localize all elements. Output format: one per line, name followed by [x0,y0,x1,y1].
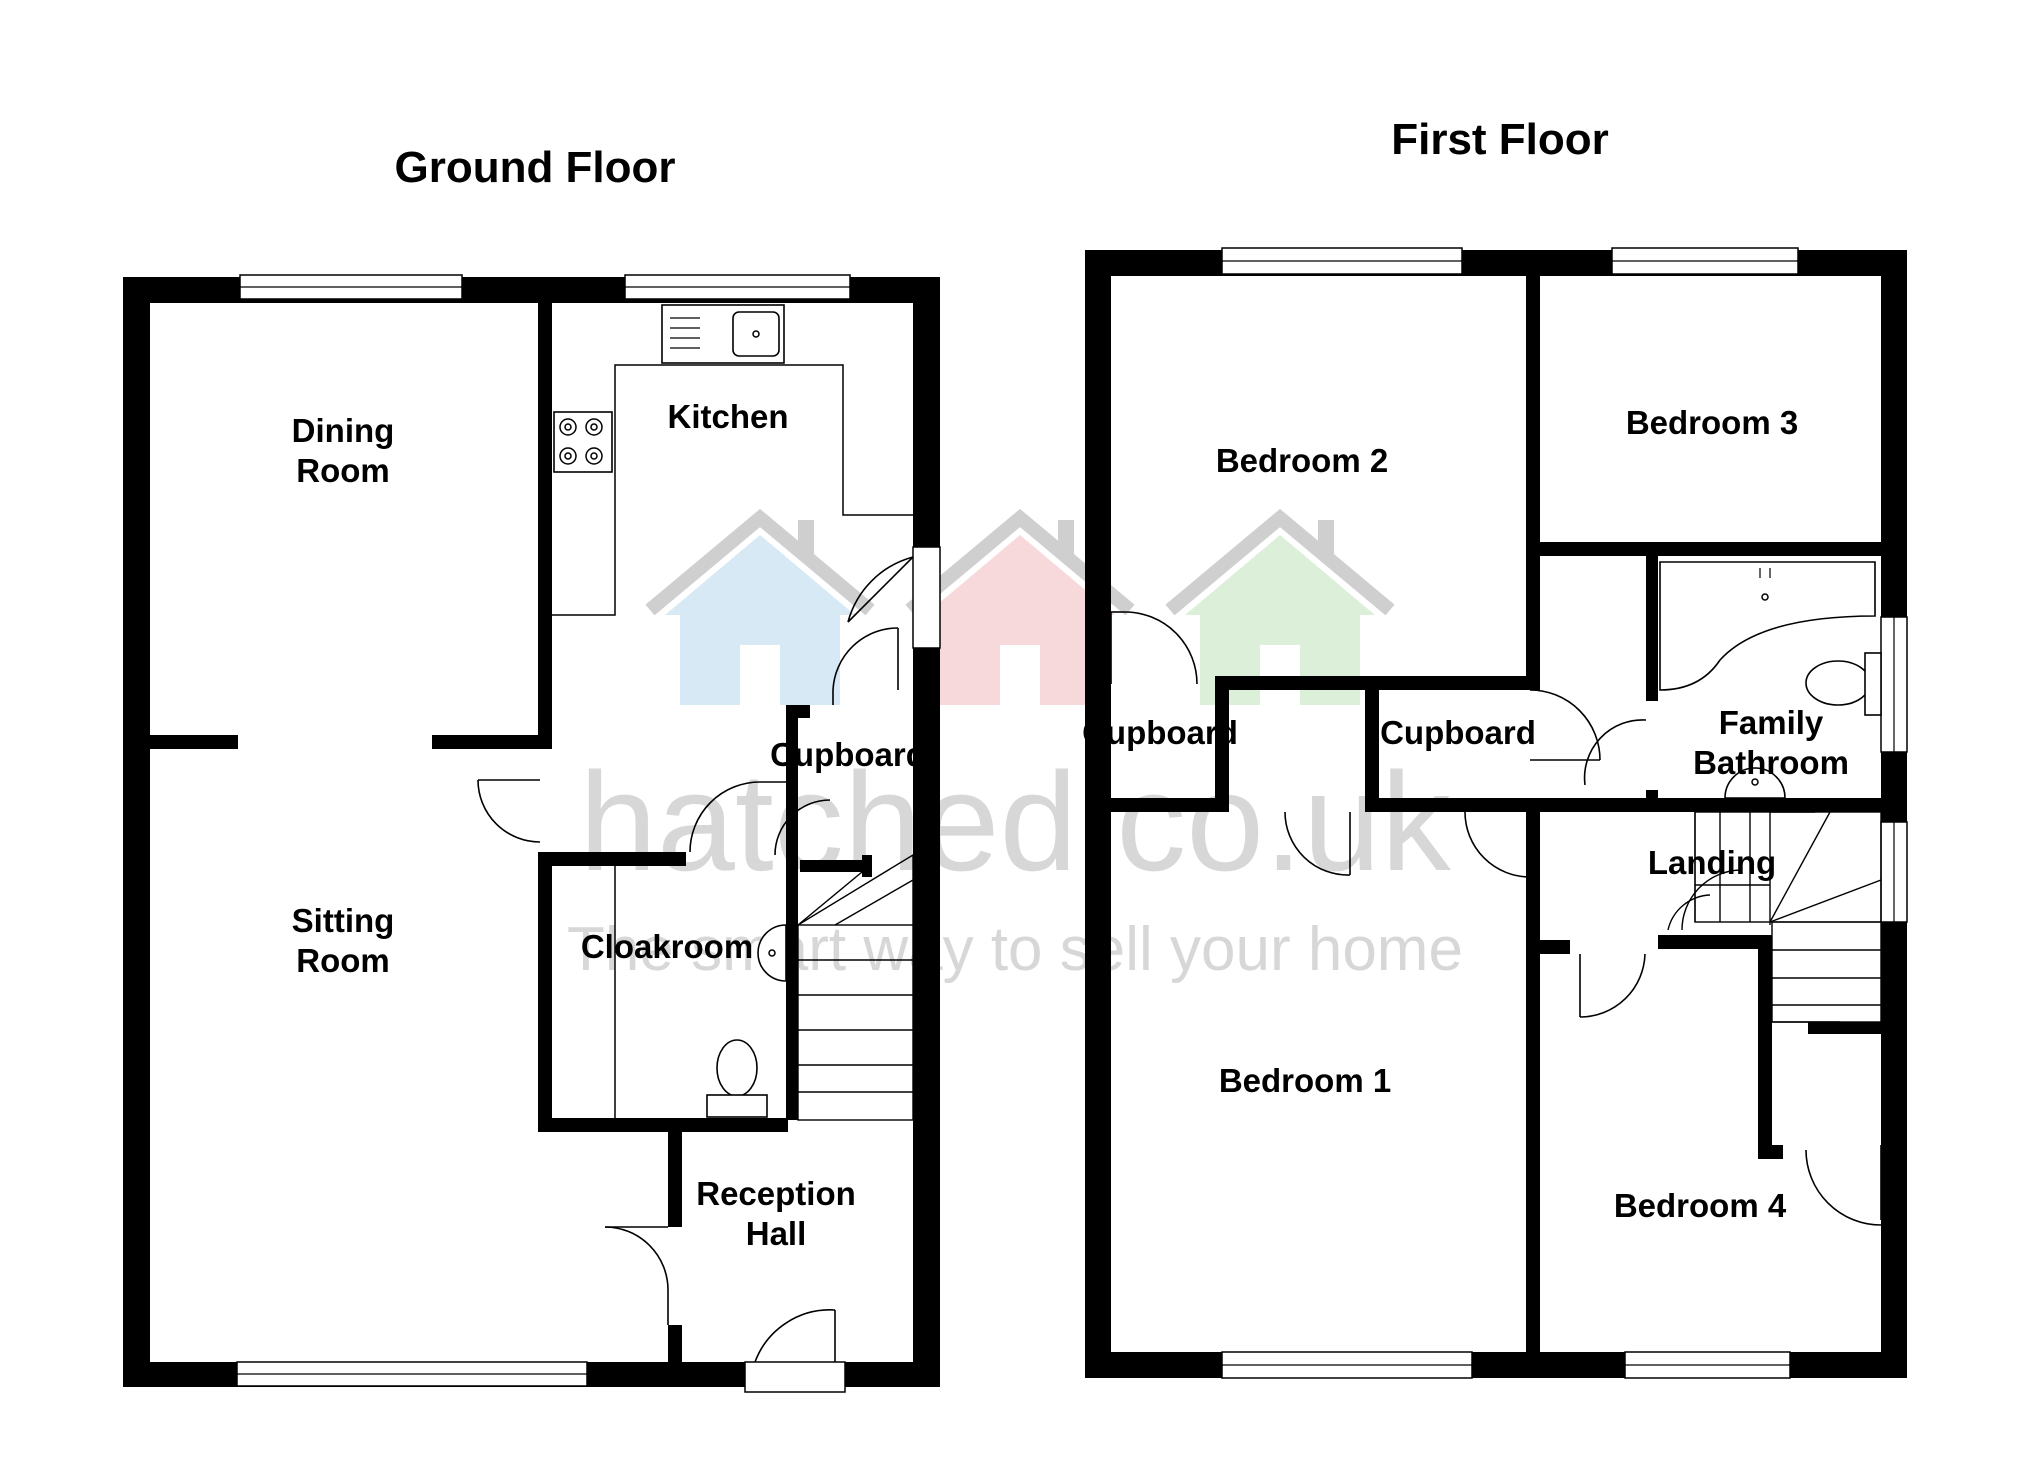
room-bedroom-2: Bedroom 2 [1216,442,1388,479]
first-window-bed1 [1221,1351,1473,1379]
room-first-cupboard-left: Cupboard [1082,714,1238,751]
ground-door-sitting[interactable] [477,779,541,843]
cloakroom-fixtures [614,866,787,1118]
first-window-bed3 [1611,247,1799,275]
ground-stairs [797,853,914,1121]
ground-front-door[interactable] [744,1309,846,1393]
room-bedroom-3: Bedroom 3 [1626,404,1798,441]
ground-door-kitchen-cupboard[interactable] [832,627,899,705]
room-bathroom-line2: Bathroom [1693,744,1849,781]
room-bedroom-1: Bedroom 1 [1219,1062,1391,1099]
ground-window-kitchen [624,274,851,300]
first-interior-walls [1111,276,1881,1352]
room-dining-line1: Dining [292,412,395,449]
first-door-cupboard-mid[interactable] [1529,689,1601,761]
first-floor-title: First Floor [1391,115,1609,164]
room-landing: Landing [1648,844,1776,881]
first-door-bathroom[interactable] [1583,719,1647,786]
first-door-bed4-cupboard[interactable] [1805,1145,1882,1226]
ground-door-kitchen-side[interactable] [847,546,941,649]
basin-icon [1724,767,1786,799]
room-bedroom-4: Bedroom 4 [1614,1187,1787,1224]
first-window-bed2 [1221,247,1463,275]
first-floor: First Floor [1082,115,1908,1379]
ground-interior-walls [150,300,940,1365]
bathroom-fixtures [1659,561,1882,799]
first-door-bed2[interactable] [1110,611,1198,685]
bath-icon [1659,561,1876,691]
room-sitting-line2: Room [296,942,390,979]
room-kitchen: Kitchen [667,398,788,435]
watermark-house-icon [645,508,875,705]
first-window-landing [1880,821,1908,923]
ground-window-dining [239,274,463,300]
room-dining-line2: Room [296,452,390,489]
watermark-brand: hatched.co.uk [579,743,1452,900]
toilet-icon [706,1039,768,1118]
basin-icon [757,924,787,982]
ground-floor-title: Ground Floor [394,143,675,192]
room-ground-cupboard: Cupboard [770,736,926,773]
first-door-landing[interactable] [1464,811,1531,878]
room-first-cupboard-mid: Cupboard [1380,714,1536,751]
watermark-house-icon [905,508,1135,705]
watermark: hatched.co.uk The smart way to sell your… [567,508,1463,984]
room-reception-line1: Reception [696,1175,856,1212]
room-cloakroom: Cloakroom [581,928,753,965]
first-window-bed4 [1624,1351,1791,1379]
sink-icon [661,304,785,364]
room-sitting-line1: Sitting [292,902,395,939]
first-door-bed4[interactable] [1579,953,1646,1018]
room-bathroom-line1: Family [1719,704,1824,741]
first-door-bed1[interactable] [1284,811,1351,876]
first-stairs [1667,811,1882,1023]
watermark-tagline: The smart way to sell your home [567,915,1463,984]
room-reception-line2: Hall [746,1215,807,1252]
toilet-icon [1805,652,1882,716]
first-window-bathroom [1880,616,1908,753]
ground-door-cloakroom-cupboard[interactable] [774,799,831,856]
ground-door-cupboard[interactable] [689,781,786,853]
ground-floor: Ground Floor [123,143,941,1393]
ground-window-sitting [236,1361,588,1387]
ground-door-reception[interactable] [604,1226,669,1325]
kitchen-units [552,304,913,616]
